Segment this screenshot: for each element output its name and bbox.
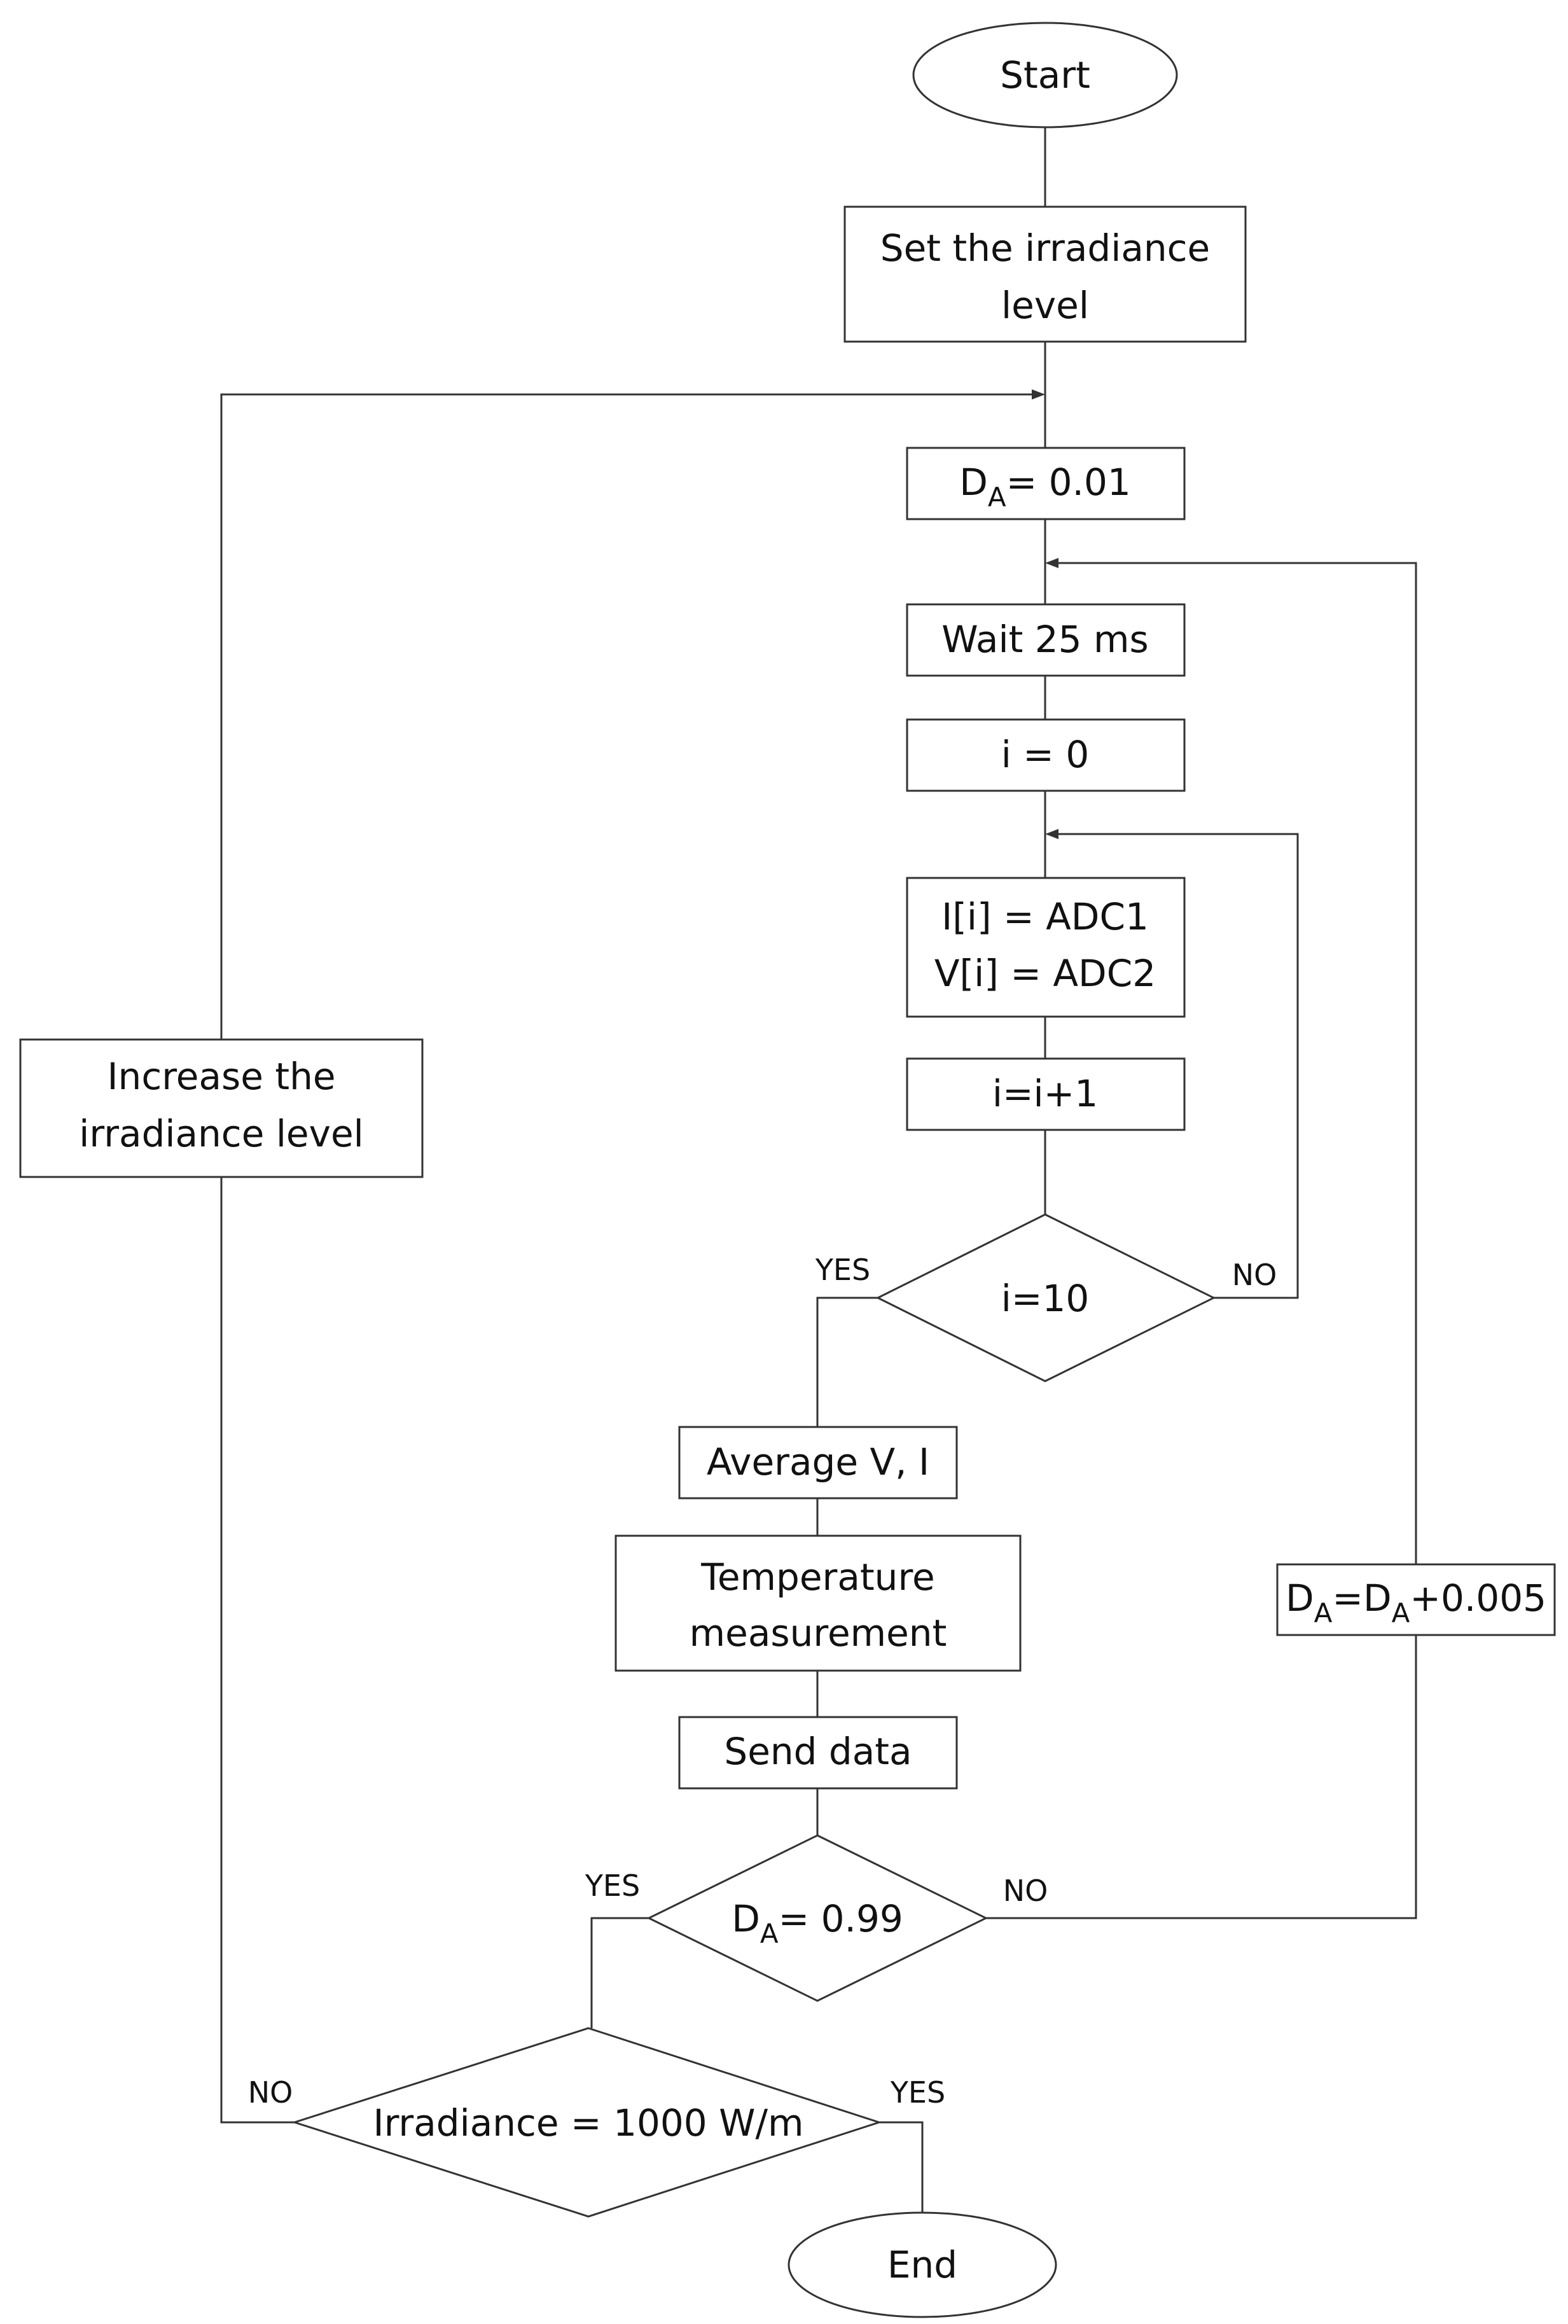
da-check-rest: = 0.99 <box>779 1897 903 1940</box>
irradiance-check-label: Irradiance = 1000 W/m <box>373 2101 803 2145</box>
da-check-label: DA= 0.99 <box>732 1897 903 1949</box>
i-increment-box: i=i+1 <box>906 1057 1186 1131</box>
da-check-sub: A <box>760 1918 779 1949</box>
set-irradiance-line-2: level <box>1001 284 1089 327</box>
da-increment-sub: A <box>1314 1597 1333 1629</box>
i-increment-label: i=i+1 <box>992 1072 1098 1115</box>
line-da-increment-up <box>1056 562 1417 1564</box>
temperature-line-2: measurement <box>690 1611 947 1655</box>
set-irradiance-box: Set the irradiance level <box>843 205 1247 343</box>
average-box: Average V, I <box>678 1426 958 1499</box>
end-label: End <box>887 2243 957 2286</box>
da-increment-label: DA=DA+0.005 <box>1286 1576 1546 1629</box>
da-increment-rest: +0.005 <box>1410 1576 1546 1620</box>
read-adc-box: I[i] = ADC1 V[i] = ADC2 <box>906 877 1186 1018</box>
irr-check-yes-label: YES <box>890 2075 945 2110</box>
end-terminal: End <box>787 2211 1057 2318</box>
temperature-box: Temperature measurement <box>614 1534 1022 1672</box>
arrowhead-i-loop <box>1045 829 1058 839</box>
connectors <box>220 127 1417 2213</box>
da-check-decision: DA= 0.99 <box>646 1834 989 2002</box>
set-irradiance-line-1: Set the irradiance <box>880 226 1210 270</box>
start-label: Start <box>1000 53 1090 97</box>
line-increase-up-loop <box>220 393 1034 1040</box>
line-i-check-yes <box>816 1297 878 1427</box>
arrowhead-irradiance-loop <box>1032 389 1045 400</box>
increase-irradiance-line-1: Increase the <box>107 1055 335 1098</box>
i-check-label: i=10 <box>1001 1277 1090 1320</box>
i-check-decision: i=10 <box>875 1213 1216 1382</box>
send-data-label: Send data <box>724 1730 912 1773</box>
da-increment-box: DA=DA+0.005 <box>1276 1563 1556 1636</box>
da-init-base: D <box>959 461 988 504</box>
start-terminal: Start <box>912 22 1178 129</box>
irradiance-check-decision: Irradiance = 1000 W/m <box>291 2027 882 2218</box>
increase-irradiance-line-2: irradiance level <box>79 1112 364 1155</box>
increase-irradiance-box: Increase the irradiance level <box>19 1038 424 1178</box>
da-check-base: D <box>732 1897 760 1940</box>
da-check-yes-label: YES <box>585 1868 640 1903</box>
wait-label: Wait 25 ms <box>941 618 1148 661</box>
line-da-check-no-loop <box>986 1635 1417 1919</box>
da-increment-sub2: A <box>1392 1597 1410 1629</box>
arrowhead-da-loop <box>1045 558 1058 568</box>
read-adc-line-2: V[i] = ADC2 <box>934 952 1156 995</box>
line-i-check-no-loop <box>1056 833 1299 1299</box>
average-label: Average V, I <box>707 1440 929 1484</box>
i-check-yes-label: YES <box>815 1253 870 1287</box>
da-increment-base: D <box>1286 1576 1314 1620</box>
line-irr-check-yes <box>879 2121 924 2213</box>
line-irr-check-no <box>220 1177 295 2124</box>
read-adc-line-1: I[i] = ADC1 <box>941 895 1149 938</box>
i-check-no-label: NO <box>1232 1258 1277 1292</box>
temperature-line-1: Temperature <box>700 1555 934 1599</box>
da-init-label: DA= 0.01 <box>959 461 1131 513</box>
da-check-no-label: NO <box>1003 1874 1048 1908</box>
da-increment-eq: =D <box>1332 1576 1391 1620</box>
da-init-box: DA= 0.01 <box>906 447 1186 520</box>
da-init-sub: A <box>988 482 1006 513</box>
i-zero-label: i = 0 <box>1001 733 1090 776</box>
line-da-check-yes <box>590 1917 649 2028</box>
irr-check-no-label: NO <box>248 2075 293 2110</box>
da-init-rest: = 0.01 <box>1006 461 1131 504</box>
send-data-box: Send data <box>678 1716 958 1790</box>
i-zero-box: i = 0 <box>906 718 1186 792</box>
wait-box: Wait 25 ms <box>906 603 1186 677</box>
